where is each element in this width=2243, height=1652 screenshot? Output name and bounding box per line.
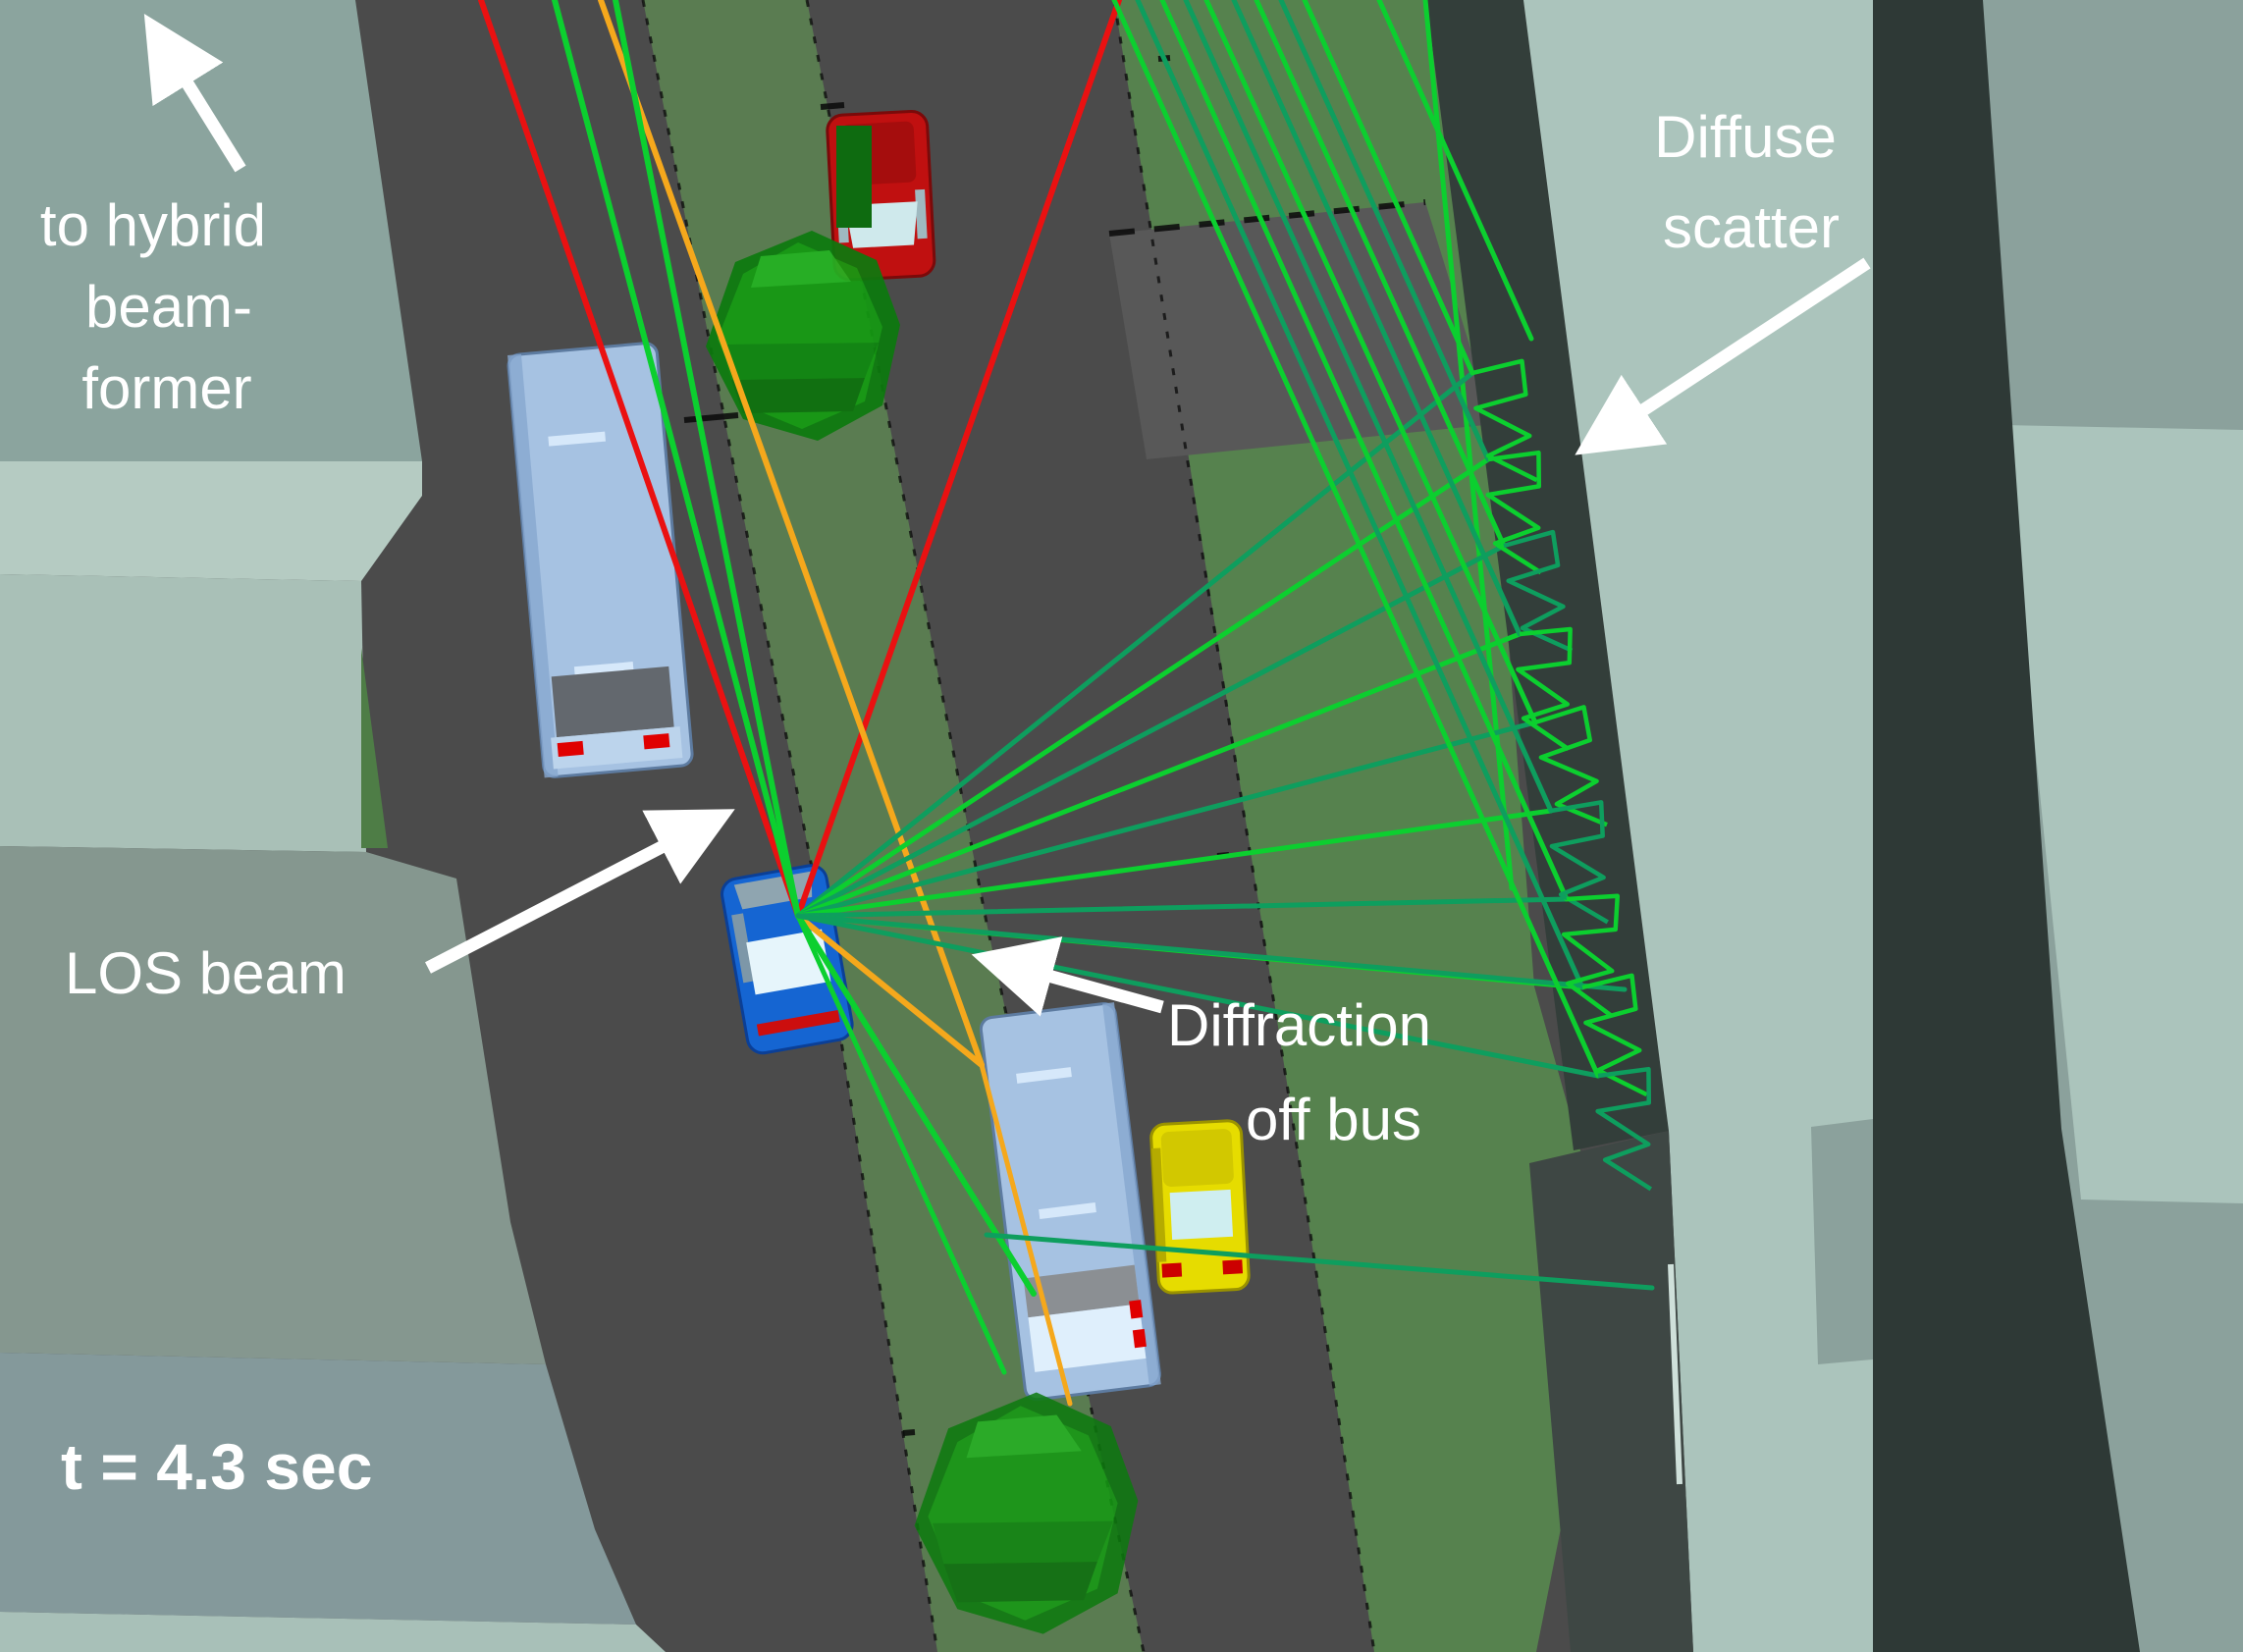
bus-rear-window bbox=[551, 666, 674, 738]
diffuse-label-line2: scatter bbox=[1663, 194, 1840, 260]
diffuse-label-line1: Diffuse bbox=[1654, 104, 1837, 170]
los-label: LOS beam bbox=[65, 940, 347, 1006]
windshield bbox=[1169, 1189, 1234, 1241]
building-left-mid bbox=[0, 574, 366, 852]
light bbox=[1129, 1300, 1144, 1319]
yellow-car bbox=[1149, 1119, 1251, 1295]
right-band-shade bbox=[1811, 1119, 1873, 1364]
building-left-light bbox=[0, 461, 422, 581]
median-edge-right bbox=[805, 0, 1146, 1652]
annotation-diffraction: Diffraction off bus bbox=[971, 936, 1431, 1152]
sky-scatter-rays bbox=[1111, 0, 1601, 1079]
scatter-fan-rays bbox=[795, 370, 1655, 1291]
taillight bbox=[643, 733, 670, 750]
grass-sliver bbox=[361, 648, 388, 848]
tree-2 bbox=[914, 1392, 1139, 1634]
bus-window-band bbox=[1023, 1264, 1140, 1318]
building-los-face bbox=[0, 846, 546, 1364]
diffraction-rays bbox=[598, 0, 1073, 1407]
taillight bbox=[1161, 1262, 1183, 1278]
tree-1 bbox=[706, 231, 900, 441]
timestamp-label: t = 4.3 sec bbox=[61, 1430, 372, 1503]
building-time-face bbox=[0, 1353, 636, 1625]
beamformer-label-line3: former bbox=[81, 355, 251, 421]
annotation-diffuse-scatter: Diffuse scatter bbox=[1575, 104, 1871, 455]
building-right-light bbox=[2003, 425, 2243, 1203]
diffraction-arrow bbox=[971, 936, 1164, 1017]
plaza-shadow bbox=[1109, 202, 1494, 459]
building-right-wedge bbox=[1873, 0, 2140, 1652]
far-lane bbox=[1529, 1131, 1693, 1652]
beamformer-label-line1: to hybrid bbox=[40, 192, 266, 258]
bus-southbound bbox=[979, 1002, 1161, 1402]
taillight-bar bbox=[756, 1010, 840, 1037]
los-arrow bbox=[425, 809, 735, 974]
diffraction-label-line1: Diffraction bbox=[1167, 992, 1431, 1058]
light-pole bbox=[1668, 1263, 1682, 1485]
building-bottom-strip bbox=[0, 1612, 666, 1652]
building-top-left bbox=[0, 0, 422, 461]
bus-northbound bbox=[507, 342, 694, 778]
light bbox=[1132, 1328, 1147, 1349]
beamformer-label-line2: beam- bbox=[85, 274, 252, 340]
taillight bbox=[557, 740, 584, 758]
annotation-los-beam: LOS beam bbox=[65, 809, 735, 1006]
tree-trunk bbox=[836, 126, 872, 228]
los-beam-rays bbox=[478, 0, 1122, 919]
annotation-beamformer: to hybrid beam- former bbox=[40, 14, 266, 421]
diffraction-label-line2: off bus bbox=[1246, 1087, 1421, 1152]
scatter-zigzags bbox=[1471, 358, 1653, 1192]
beamformer-arrow bbox=[143, 14, 246, 173]
scatter-wall bbox=[1426, 0, 1669, 1150]
diffuse-arrow bbox=[1575, 257, 1871, 455]
plaza-edge-dashes bbox=[1108, 199, 1426, 237]
taillight bbox=[1222, 1259, 1244, 1275]
park-edge-left bbox=[1112, 0, 1376, 1652]
